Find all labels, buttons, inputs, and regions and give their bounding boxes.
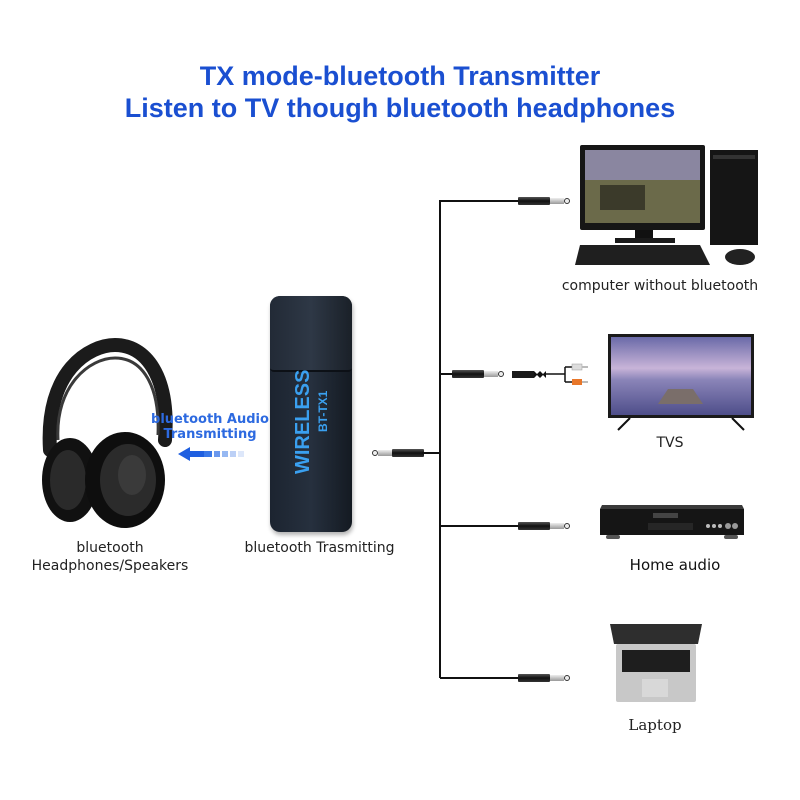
title-line-1: TX mode-bluetooth Transmitter <box>199 61 601 91</box>
tv-label: TVS <box>656 435 684 451</box>
computer-label: computer without bluetooth <box>561 278 759 294</box>
rca-adapter-icon <box>510 360 590 390</box>
dongle-cap <box>270 296 352 372</box>
bluetooth-transmitter-dongle: WIRELESS BT-TX1 <box>270 296 352 532</box>
home-audio-label: Home audio <box>629 556 721 574</box>
laptop-jack-icon <box>518 674 570 682</box>
headphones-label-1: bluetooth <box>76 540 144 556</box>
branch-line-computer <box>440 200 518 202</box>
headphones-icon <box>30 330 180 530</box>
home-audio-jack-icon <box>518 522 570 530</box>
dongle-audio-jack-icon <box>372 449 424 457</box>
left-arrow-icon <box>178 446 248 461</box>
headphones-label-2: Headphones/Speakers <box>31 558 189 574</box>
branch-line-home-audio <box>440 525 518 527</box>
branch-line-tv <box>440 373 452 375</box>
computer-jack-icon <box>518 197 570 205</box>
transmit-text-2: Transmitting <box>163 427 257 442</box>
laptop-icon <box>608 624 704 704</box>
dvd-player-icon <box>598 503 746 541</box>
branch-line-laptop <box>440 677 518 679</box>
transmit-text-1: bluetooth Audio <box>151 412 269 427</box>
bus-line <box>439 200 441 678</box>
desktop-computer-icon <box>575 145 765 270</box>
laptop-label: Laptop <box>628 716 682 734</box>
dongle-model: BT-TX1 <box>316 390 330 432</box>
title-line-2: Listen to TV though bluetooth headphones <box>124 93 676 123</box>
dongle-label: bluetooth Trasmitting <box>244 540 395 556</box>
tv-icon <box>608 334 758 434</box>
tv-jack-icon <box>452 370 504 378</box>
connector-line <box>422 452 440 454</box>
dongle-brand: WIRELESS <box>292 369 314 474</box>
